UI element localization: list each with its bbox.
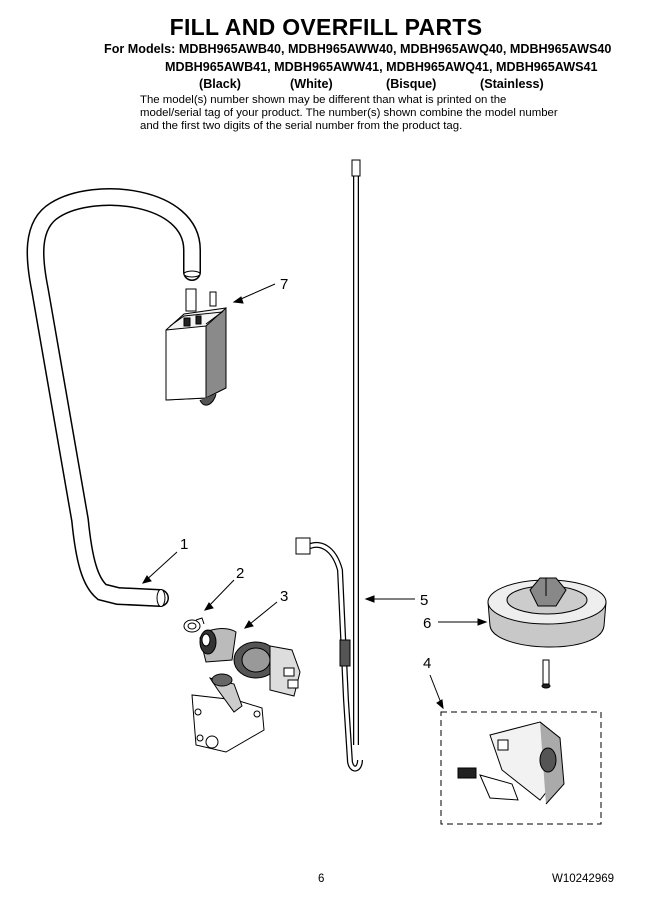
part-3-water-valve: [191, 628, 301, 753]
callout-5: 5: [420, 592, 428, 609]
callout-6: 6: [423, 615, 431, 632]
part-2-hose-clamp: [183, 617, 205, 633]
model-list-line-2: MDBH965AWB41, MDBH965AWW41, MDBH965AWQ41…: [165, 60, 598, 74]
part-4-float-switch: [440, 711, 602, 825]
callout-leaders: [141, 283, 488, 710]
part-5-vent-tube: [295, 159, 363, 772]
model-list-line-1: For Models: MDBH965AWB40, MDBH965AWW40, …: [104, 42, 612, 56]
part-6-float: [487, 577, 607, 689]
callout-4: 4: [423, 655, 431, 672]
callout-1: 1: [180, 536, 188, 553]
page-number: 6: [318, 873, 325, 885]
callout-3: 3: [280, 588, 288, 605]
document-number: W10242969: [552, 873, 615, 885]
model-number-note: The model(s) number shown may be differe…: [140, 94, 558, 132]
color-label-white: (White): [290, 77, 333, 91]
part-7-overfill-housing: [165, 288, 227, 406]
page-title: FILL AND OVERFILL PARTS: [169, 14, 483, 40]
color-label-black: (Black): [199, 77, 241, 91]
callout-7: 7: [280, 276, 288, 293]
callout-2: 2: [236, 565, 244, 582]
color-label-bisque: (Bisque): [386, 77, 437, 91]
color-label-stainless: (Stainless): [480, 77, 544, 91]
part-1-fill-hose: [26, 188, 201, 607]
